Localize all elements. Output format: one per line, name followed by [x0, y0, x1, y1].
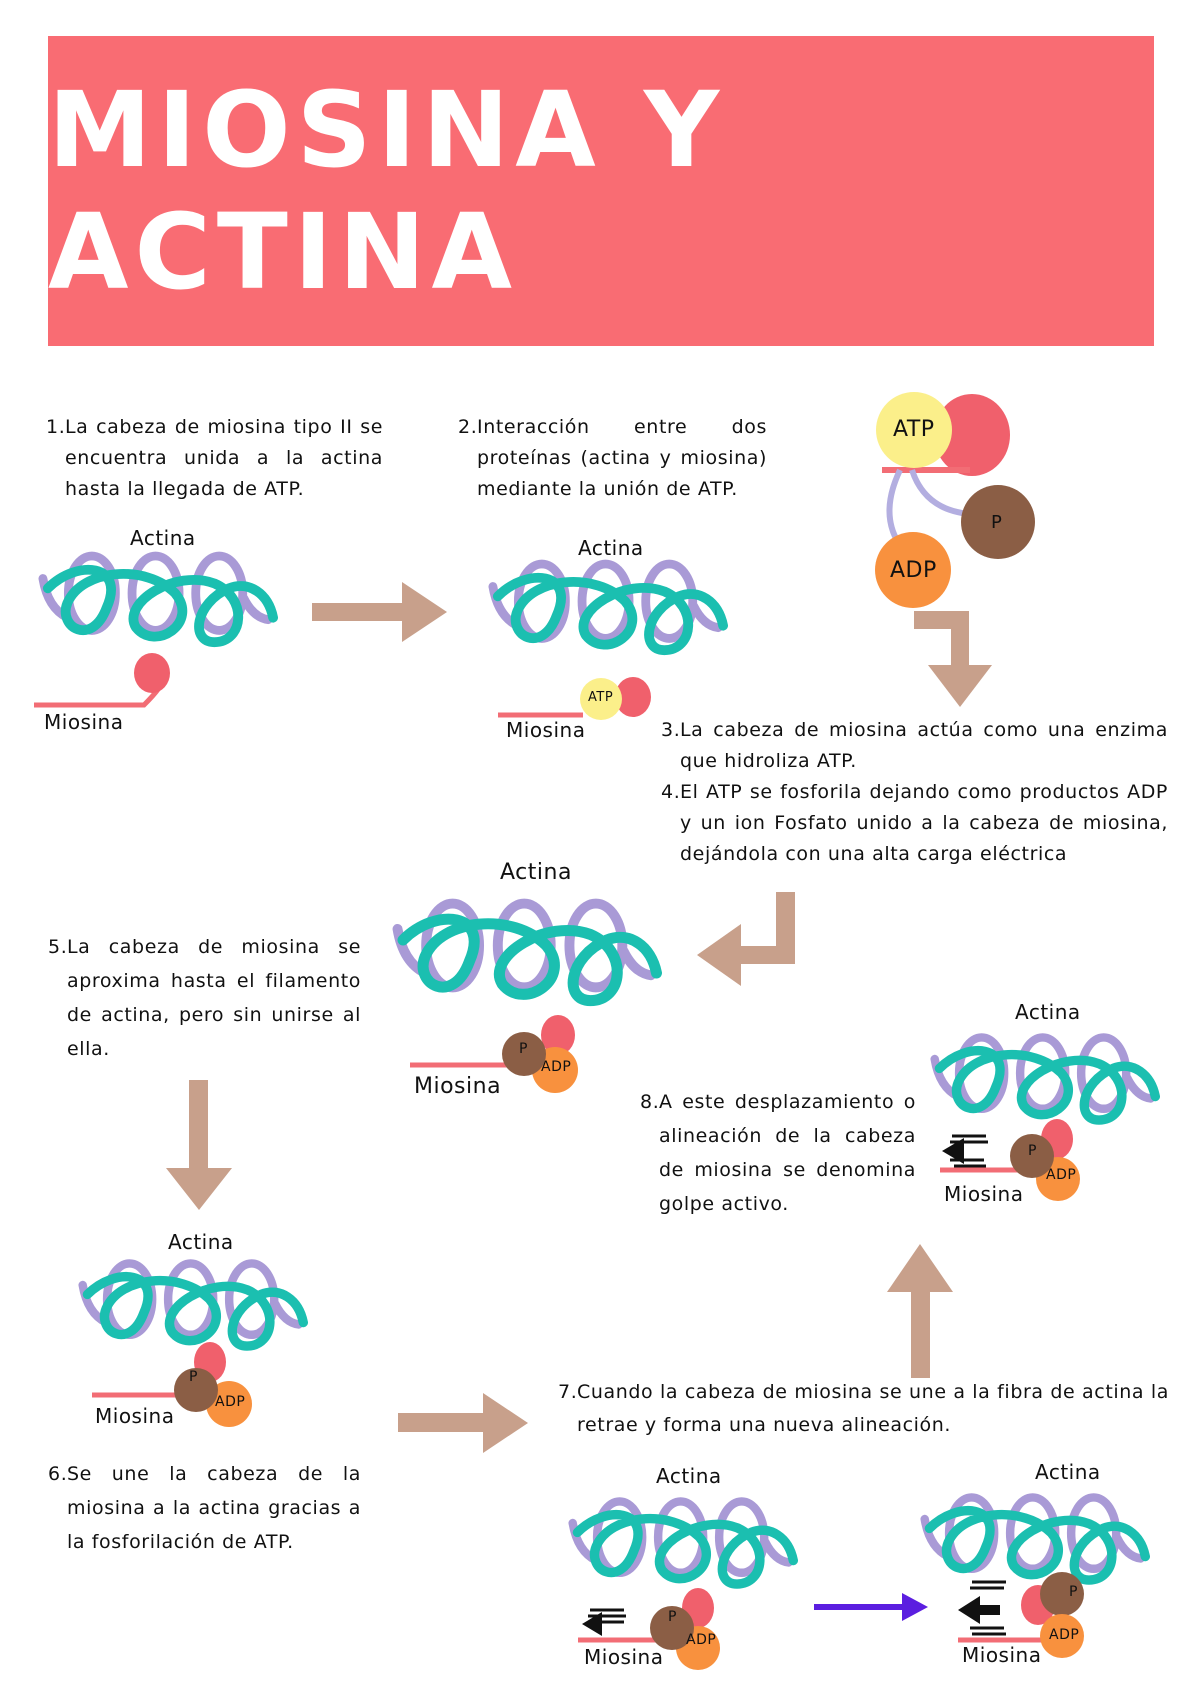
- right-arrow: [312, 582, 447, 642]
- p-label: P: [668, 1609, 677, 1625]
- actina-label: Actina: [656, 1464, 722, 1488]
- miosina-label: Miosina: [584, 1645, 664, 1669]
- phosphate-molecule: [1010, 1134, 1054, 1178]
- left-arrow-icon: [942, 1138, 964, 1164]
- actina-label: Actina: [130, 526, 196, 550]
- step-text: La cabeza de miosina tipo II se encuentr…: [65, 416, 383, 500]
- phosphate-molecule: [174, 1368, 218, 1412]
- miosina-label: Miosina: [944, 1182, 1024, 1206]
- adp-molecule: [875, 532, 951, 608]
- hydrolysis-diagram: [875, 392, 1035, 608]
- adp-label: ADP: [890, 558, 937, 583]
- step-5: 5. La cabeza de miosina se aproxima hast…: [48, 930, 361, 1066]
- myosin-step-8: [940, 1119, 1080, 1201]
- myosin-head: [134, 653, 170, 693]
- myosin-step-7b: [958, 1572, 1084, 1658]
- left-arrow-icon: [582, 1612, 602, 1636]
- step-text: A este desplazamiento o alineación de la…: [659, 1091, 916, 1215]
- adp-molecule: [1040, 1614, 1084, 1658]
- step-number: 1.: [46, 416, 66, 438]
- miosina-label: Miosina: [506, 718, 586, 742]
- atp-molecule: [580, 678, 622, 720]
- title-banner: MIOSINA Y ACTINA: [48, 36, 1154, 346]
- p-label: P: [1069, 1584, 1078, 1600]
- step-number: 3.: [661, 719, 681, 741]
- actin-filament: [488, 556, 728, 666]
- myosin-head: [541, 1015, 575, 1055]
- adp-label: ADP: [686, 1632, 717, 1648]
- step-text: La cabeza de miosina actúa como una enzi…: [680, 719, 1168, 772]
- p-label: P: [189, 1369, 198, 1385]
- p-label: P: [519, 1041, 528, 1057]
- adp-label: ADP: [1049, 1627, 1080, 1643]
- step-number: 8.: [640, 1091, 660, 1113]
- page-title: MIOSINA Y ACTINA: [48, 69, 726, 313]
- step-6: 6. Se une la cabeza de la miosina a la a…: [48, 1457, 361, 1559]
- myosin-step-2: [498, 677, 651, 720]
- myosin-step-5: [410, 1015, 578, 1093]
- step-8: 8. A este desplazamiento o alineación de…: [640, 1085, 916, 1221]
- step-4: 4. El ATP se fosforila dejando como prod…: [661, 777, 1168, 870]
- atp-label: ATP: [588, 690, 614, 705]
- left-arrow-icon: [958, 1596, 980, 1624]
- actina-label: Actina: [1015, 1000, 1081, 1024]
- p-label: P: [1028, 1143, 1037, 1159]
- right-arrow: [398, 1393, 528, 1453]
- miosina-label: Miosina: [44, 710, 124, 734]
- myosin-step-7a: [578, 1588, 720, 1670]
- p-label: P: [991, 512, 1003, 533]
- myosin-step-6: [92, 1342, 252, 1427]
- step-number: 5.: [48, 936, 68, 958]
- phosphate-molecule: [650, 1606, 694, 1650]
- adp-label: ADP: [215, 1394, 246, 1410]
- step-text: Cuando la cabeza de miosina se une a la …: [577, 1381, 1169, 1436]
- step-3: 3. La cabeza de miosina actúa como una e…: [661, 715, 1168, 777]
- diagram-step-5: [392, 894, 662, 1019]
- actin-filament: [392, 894, 662, 1019]
- step-number: 6.: [48, 1463, 68, 1485]
- myosin-head: [934, 394, 1010, 476]
- miosina-label: Miosina: [95, 1404, 175, 1428]
- step-text: La cabeza de miosina se aproxima hasta e…: [67, 936, 361, 1060]
- up-arrow: [887, 1244, 953, 1378]
- actina-label: Actina: [578, 536, 644, 560]
- phosphate-molecule: [502, 1032, 546, 1076]
- myosin-step-1: [34, 653, 170, 708]
- miosina-label: Miosina: [962, 1643, 1042, 1667]
- step-number: 7.: [558, 1381, 578, 1403]
- adp-label: ADP: [1046, 1167, 1077, 1183]
- atp-molecule: [876, 392, 952, 468]
- step-text: Se une la cabeza de la miosina a la acti…: [67, 1463, 361, 1553]
- down-arrow: [166, 1080, 232, 1210]
- actina-label: Actina: [1035, 1460, 1101, 1484]
- phosphate-molecule: [961, 485, 1035, 559]
- adp-label: ADP: [541, 1059, 572, 1075]
- purple-right-arrow: [814, 1593, 928, 1621]
- phosphate-molecule: [1040, 1572, 1084, 1616]
- atp-label: ATP: [893, 417, 935, 442]
- step-7: 7. Cuando la cabeza de miosina se une a …: [558, 1376, 1169, 1442]
- step-text: Interacción entre dos proteínas (actina …: [477, 416, 767, 500]
- step-number: 2.: [458, 416, 478, 438]
- step-number: 4.: [661, 781, 681, 803]
- actina-label: Actina: [500, 860, 572, 885]
- left-arrow: [697, 892, 795, 986]
- actina-label: Actina: [168, 1230, 234, 1254]
- step-1: 1. La cabeza de miosina tipo II se encue…: [46, 412, 383, 505]
- miosina-label: Miosina: [414, 1074, 502, 1099]
- step-text: El ATP se fosforila dejando como product…: [680, 781, 1168, 865]
- down-arrow: [914, 611, 992, 707]
- myosin-head: [615, 677, 651, 717]
- step-2: 2. Interacción entre dos proteínas (acti…: [458, 412, 767, 505]
- diagram-step-2: [488, 556, 728, 666]
